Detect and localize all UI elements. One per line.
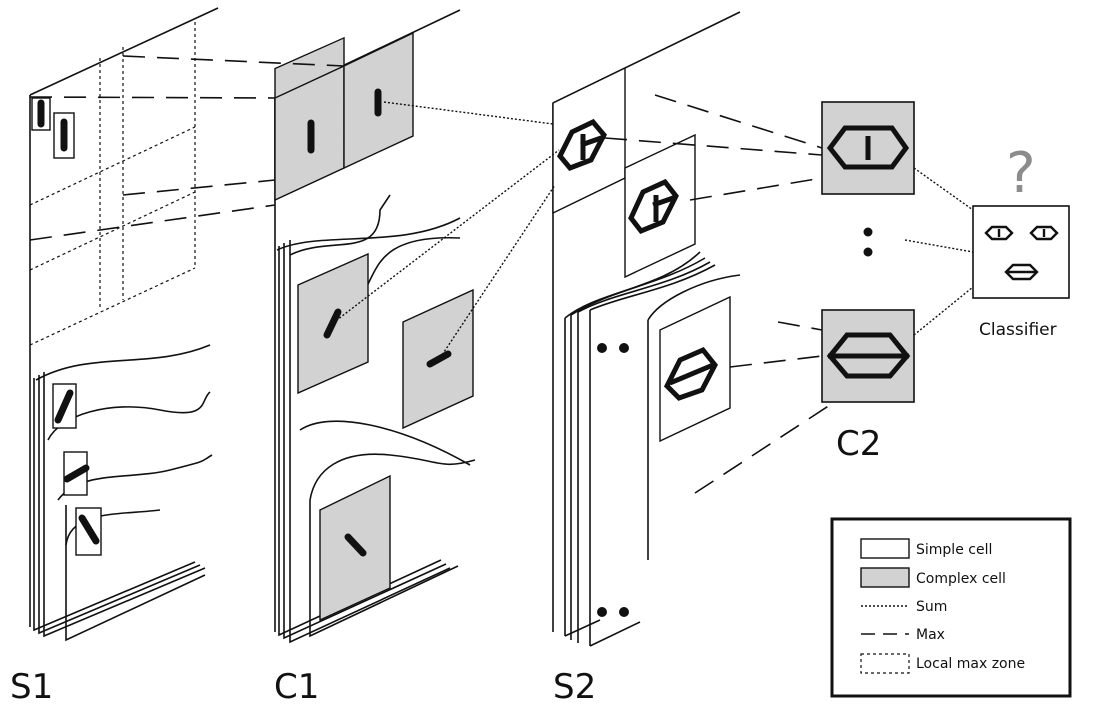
- question-mark: ?: [1006, 141, 1036, 206]
- s2-simple-cell: [624, 133, 696, 279]
- legend-label-sum: Sum: [916, 599, 947, 615]
- c2-complex-cells: [821, 101, 915, 403]
- classifier-eye-left: [984, 225, 1014, 241]
- c1-horizontal-bar: [426, 350, 452, 368]
- legend-label-local-max-zone: Local max zone: [916, 656, 1025, 672]
- s1-horizontal-bar: [63, 464, 90, 483]
- legend-label-complex-cell: Complex cell: [916, 571, 1006, 587]
- legend: Simple cell Complex cell Sum Max Local m…: [830, 517, 1072, 698]
- classifier-eye-right: [1029, 225, 1059, 241]
- s1-layer: [29, 7, 219, 642]
- s2-layer: [552, 11, 741, 647]
- c2-ellipsis-dot: [863, 227, 873, 237]
- c2-eye-feature: [826, 125, 910, 170]
- s1-diagonal-bar: [78, 514, 100, 545]
- c1-complex-cells: [274, 31, 474, 622]
- legend-label-simple-cell: Simple cell: [916, 542, 992, 558]
- c1-diagonal-bar: [323, 308, 342, 339]
- s2-hexagon-feature: [557, 118, 607, 171]
- s1-diagonal-bar: [54, 389, 74, 424]
- legend-swatch-complex-cell: [860, 567, 910, 588]
- s2-simple-cell: [659, 295, 731, 443]
- classifier-label: Classifier: [979, 320, 1057, 340]
- s2-label: S2: [553, 667, 596, 707]
- s2-hexagon-feature: [628, 178, 679, 235]
- s1-label: S1: [10, 667, 53, 707]
- c2-label: C2: [836, 424, 881, 464]
- c1-diagonal-bar: [344, 533, 367, 557]
- s2-ellipsis-dot: [619, 343, 629, 353]
- c1-label: C1: [274, 667, 319, 707]
- legend-swatch-simple-cell: [860, 538, 910, 559]
- legend-swatch-local-max-zone: [860, 653, 910, 674]
- classifier: [972, 205, 1070, 299]
- s2-hexagon-feature: [663, 346, 718, 401]
- c2-ellipsis-dot: [863, 247, 873, 257]
- s2-ellipsis-dot: [597, 343, 607, 353]
- sum-connections: [332, 101, 974, 359]
- s2-ellipsis-dot: [619, 607, 629, 617]
- legend-label-max: Max: [916, 627, 945, 643]
- c2-mouth-feature: [826, 332, 911, 379]
- s2-simple-cells: [552, 66, 731, 617]
- classifier-box: [972, 205, 1070, 299]
- max-connections: [29, 55, 831, 494]
- s1-simple-cells: [31, 97, 102, 556]
- s2-ellipsis-dot: [597, 607, 607, 617]
